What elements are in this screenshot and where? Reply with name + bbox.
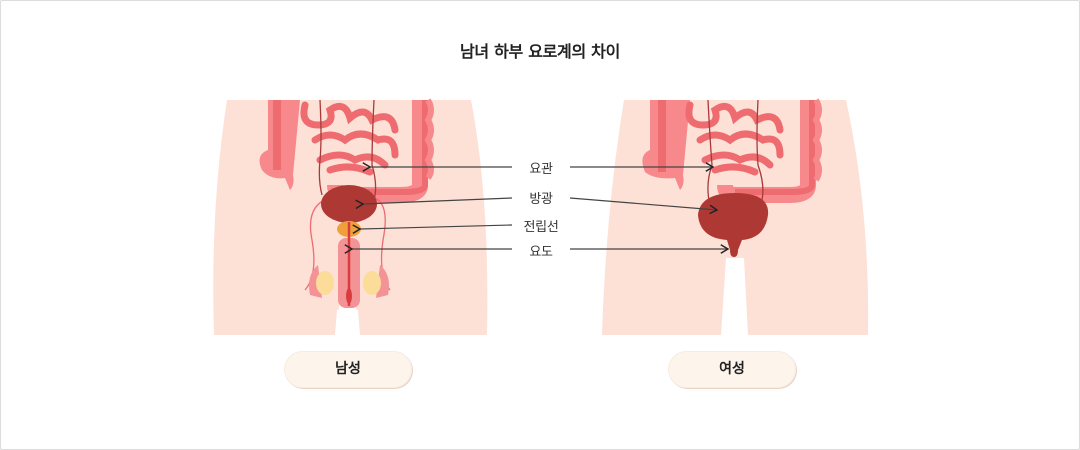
female-figure	[602, 98, 869, 335]
label-prostate: 전립선	[523, 220, 559, 235]
female-small-intestine	[685, 101, 784, 176]
label-bladder: 방광	[529, 192, 553, 207]
diagram-title: 남녀 하부 요로계의 차이	[459, 42, 620, 61]
male-bladder	[321, 185, 377, 223]
label-urethra: 요도	[529, 245, 553, 260]
caption-female: 여성	[668, 351, 796, 388]
label-ureter: 요관	[529, 162, 553, 177]
caption-male: 남성	[284, 351, 412, 388]
male-figure	[213, 98, 488, 335]
leader-lines	[352, 167, 728, 249]
